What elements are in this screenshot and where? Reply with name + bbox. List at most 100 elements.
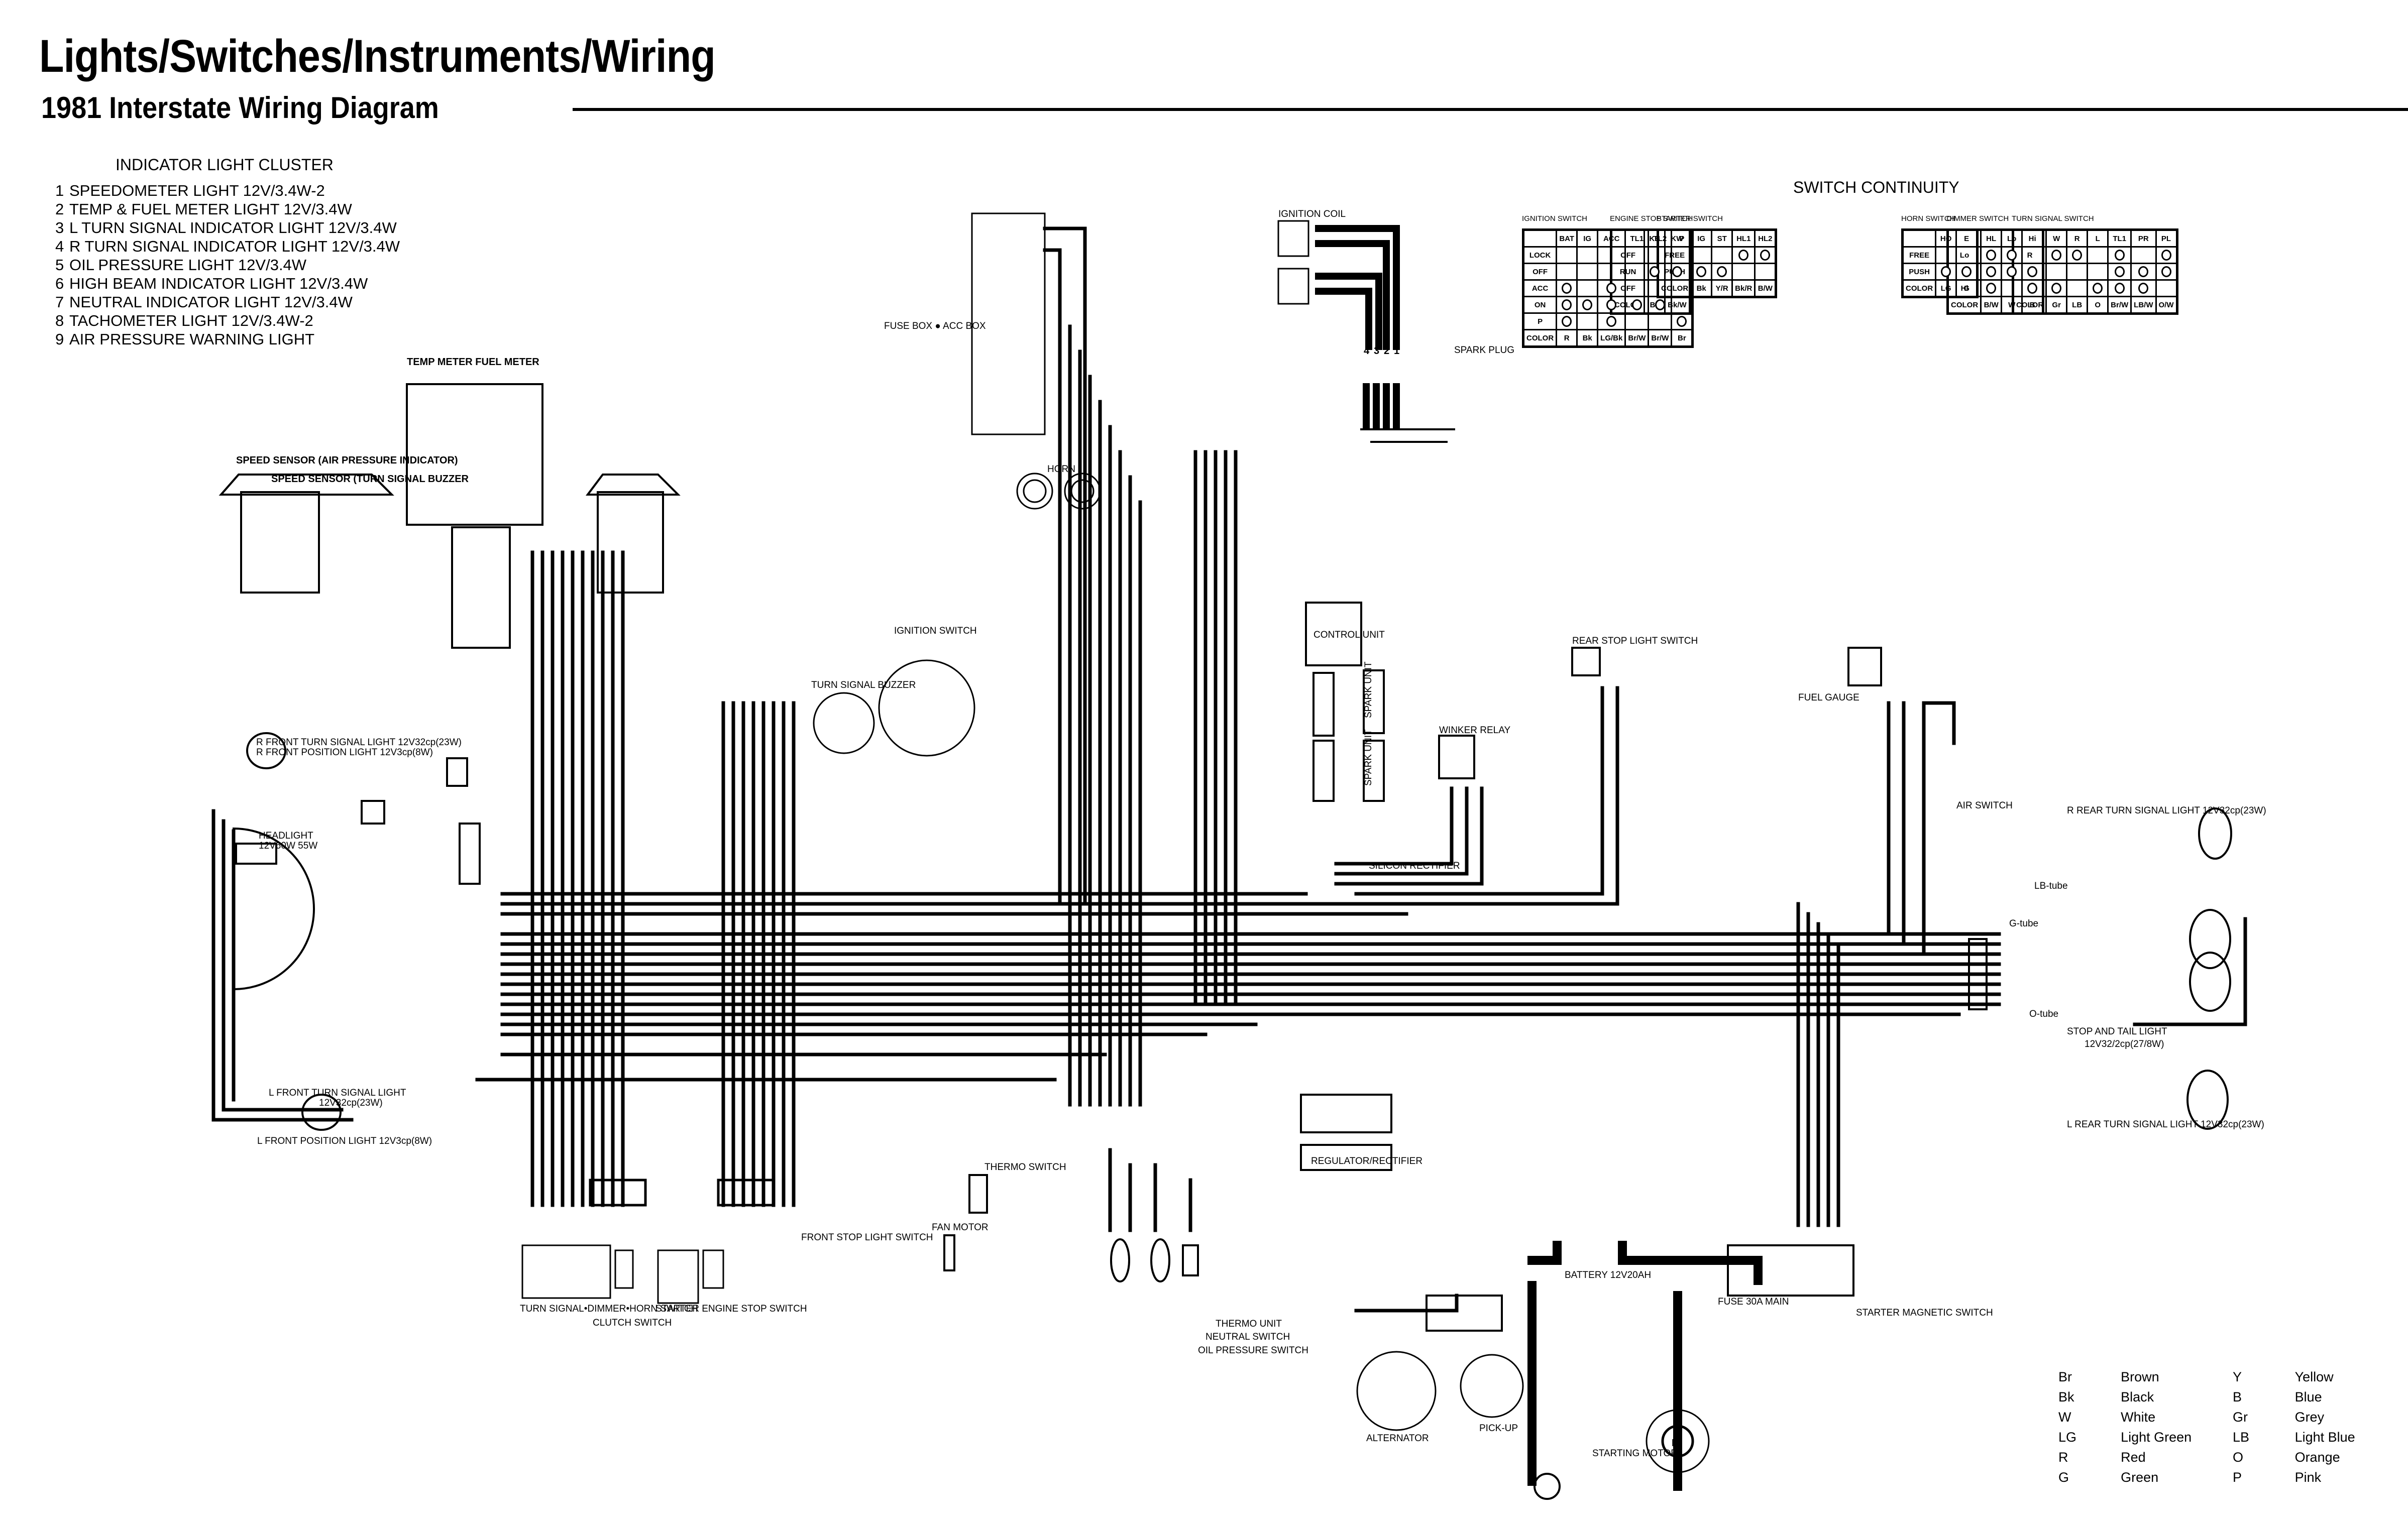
indicator-number: 9 [55,330,64,348]
switch-position-label: ACC [1522,279,1558,297]
switch-position-label: P [1522,312,1558,330]
legend-code: P [2233,1470,2242,1485]
legend-color-name: Green [2121,1470,2159,1485]
switch-terminal-header: W [2045,229,2068,248]
switch-terminal-header: L [2087,229,2109,248]
switch-wire-color: Bk/R [1731,279,1756,298]
switch-continuity-cell [1754,263,1777,281]
legend-code: B [2233,1389,2242,1404]
engine-sensors [943,1148,1199,1282]
legend-code: LB [2233,1430,2250,1445]
spark-plug-label: SPARK PLUG [1454,345,1514,356]
page-subtitle: 1981 Interstate Wiring Diagram [41,91,439,125]
switch-continuity-cell [1731,263,1756,281]
switch-continuity-cell [1556,312,1578,330]
continuity-node-icon [1738,250,1749,261]
headlight-rating-label: 12V60W 55W [259,841,317,851]
switch-continuity-cell [1576,263,1599,281]
headlight-label: HEADLIGHT [259,831,313,841]
legend-code: Br [2058,1369,2072,1384]
switch-continuity-cell [2155,246,2178,264]
switch-corner-cell [1522,229,1558,248]
switch-continuity-cell [1690,263,1713,281]
ignition-switch-label: IGNITION SWITCH [894,626,977,636]
switch-position-label: LOCK [1522,246,1558,264]
continuity-node-icon [1941,266,1951,277]
continuity-node-icon [1606,299,1617,310]
front-lights [211,732,481,1131]
switch-wire-color: Br [1671,329,1694,347]
r-front-turn-label: R FRONT TURN SIGNAL LIGHT 12V32cp(23W) [256,737,462,748]
air-switch-label: AIR SWITCH [1956,800,2013,811]
switch-corner-cell [1901,229,1937,248]
continuity-node-icon [1606,316,1617,327]
indicator-number: 4 [55,238,64,255]
continuity-node-icon [1582,299,1593,310]
switch-position-label: FREE [1657,246,1692,264]
diagram-labels: TEMP METER FUEL METER SPEED SENSOR (AIR … [236,209,2266,1459]
ignition-coils [1277,220,1455,443]
switch-wire-color: B/W [1754,279,1777,298]
temp-fuel-meter-label: TEMP METER FUEL METER [407,357,539,368]
switch-continuity-cell [1690,246,1713,264]
switch-terminal-header: TL1 [2107,229,2132,248]
instrument-cluster [218,383,681,649]
control-unit-label: CONTROL UNIT [1314,630,1385,640]
continuity-node-icon [2007,266,2017,277]
l-front-pos-label: L FRONT POSITION LIGHT 12V3cp(8W) [257,1136,432,1146]
fuse-main-label: FUSE 30A MAIN [1718,1297,1789,1307]
front-stop-light-switch-label: FRONT STOP LIGHT SWITCH [801,1232,933,1243]
indicator-number: 7 [55,293,64,311]
indicator-number: 8 [55,312,64,329]
r-front-pos-label: R FRONT POSITION LIGHT 12V3cp(8W) [256,747,433,758]
switch-continuity-cell [1980,279,2003,297]
continuity-node-icon [1655,299,1665,310]
o-tube-label: O-tube [2029,1009,2058,1019]
continuity-node-icon [2114,266,2125,277]
legend-color-name: Blue [2294,1389,2322,1404]
switch-continuity-cell [2045,246,2068,264]
switch-continuity-cell [2130,279,2157,297]
continuity-node-icon [1986,250,1997,261]
clutch-switch-label: CLUTCH SWITCH [593,1318,672,1328]
indicator-number: 2 [55,200,64,218]
starter-engine-stop-switch-label: STARTER ENGINE STOP SWITCH [655,1304,807,1314]
switch-continuity-cell [1556,296,1578,314]
switch-continuity-cell [1576,296,1599,314]
spark-plug-number: 2 [1384,345,1389,357]
switch-terminal-header: IG [1690,229,1713,248]
continuity-node-icon [1986,266,1997,277]
silicon-rectifier-label: SILICON RECTIFIER [1369,861,1460,871]
switch-continuity-cell [1576,312,1599,330]
switch-position-label: L [2012,279,2047,297]
continuity-node-icon [2093,283,2103,294]
indicator-number: 3 [55,219,64,237]
switch-corner-cell [2012,229,2047,248]
legend-color-name: Light Green [2121,1430,2192,1445]
switch-position-label: RUN [1610,263,1646,281]
switch-wire-color: Bk [1576,329,1599,347]
switch-wire-color: Br/W [1648,329,1673,347]
ignition-coil-label: IGNITION COIL [1278,209,1346,219]
switch-continuity-cell [2107,263,2132,281]
switch-continuity-cell [1576,246,1599,264]
fan-motor-label: FAN MOTOR [932,1222,989,1233]
continuity-node-icon [1717,266,1727,277]
switch-continuity-cell [2087,263,2109,281]
continuity-node-icon [1650,266,1660,277]
legend-code: Gr [2233,1410,2248,1425]
turn-dimmer-horn-switch-label: TURN SIGNAL•DIMMER•HORN SWITCH [520,1304,698,1314]
indicator-number: 6 [55,275,64,292]
speed-sensor-air-label: SPEED SENSOR (AIR PRESSURE INDICATOR) [236,455,458,466]
speed-sensor-buzzer-label: SPEED SENSOR (TURN SIGNAL BUZZER [271,474,469,485]
switch-continuity-cell [1711,246,1733,264]
